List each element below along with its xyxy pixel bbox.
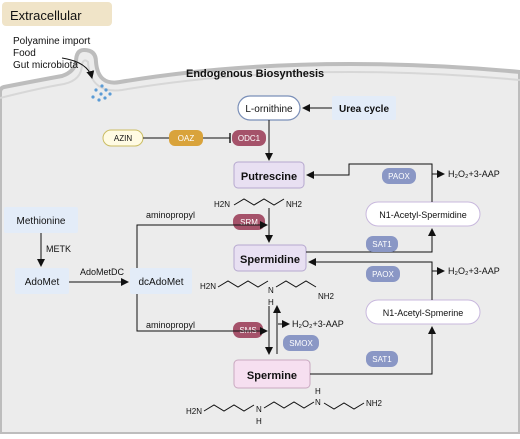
adometdc-label: AdoMetDC: [80, 267, 125, 277]
methionine-node: [4, 207, 78, 233]
paox-bottom-label: PAOX: [372, 270, 394, 279]
sat1-top-node: [366, 236, 398, 252]
dcadomet-label: dcAdoMet: [138, 277, 183, 288]
putrescine-node: [233, 161, 305, 189]
source-gut-microbiota: Gut microbiota: [13, 60, 78, 71]
spermine-h2n: H2N: [186, 407, 202, 416]
metk-label: METK: [46, 244, 71, 254]
urea-cycle-label: Urea cycle: [339, 104, 389, 115]
spermidine-chain-left: [217, 280, 269, 288]
smox-label: SMOX: [289, 339, 313, 348]
odc1-label: ODC1: [238, 134, 261, 143]
paox-top-line: [306, 163, 433, 202]
spermidine-node: [233, 244, 307, 272]
sat1-top-line: [306, 228, 436, 253]
spermine-h2: H: [315, 387, 321, 396]
extracellular-box: [2, 2, 112, 26]
aminopropyl-bottom-label: aminopropyl: [146, 320, 195, 330]
n1-acetyl-spermerine-label: N1-Acetyl-Spmerine: [383, 308, 464, 318]
spermine-chain-3: [323, 402, 365, 410]
paox-top-node: [382, 168, 416, 184]
smox-product: H₂O₂+3-AAP: [292, 319, 344, 329]
spermidine-chain-right: [275, 280, 317, 288]
sat1-bottom-label: SAT1: [372, 355, 392, 364]
paox-top-label: PAOX: [388, 172, 410, 181]
aminopropyl-top-label: aminopropyl: [146, 210, 195, 220]
n1-acetyl-spermidine-node: [365, 201, 481, 227]
azin-label: AZIN: [114, 134, 132, 143]
l-ornithine-label: L-ornithine: [245, 104, 293, 115]
sms-node: [233, 322, 263, 338]
n1-acetyl-spermidine-label: N1-Acetyl-Spermidine: [379, 210, 467, 220]
paox-bottom-line: [308, 258, 433, 300]
spermine-chain-1: [203, 404, 255, 412]
spermine-nh2: NH2: [366, 399, 383, 408]
srm-node: [233, 214, 265, 230]
spermine-n1: N: [256, 405, 262, 414]
putrescine-label: Putrescine: [241, 171, 297, 183]
spermine-n2: N: [315, 398, 321, 407]
aminopropyl-top-line: [136, 221, 268, 268]
spermidine-n: N: [268, 286, 274, 295]
srm-label: SRM: [240, 218, 258, 227]
sat1-bottom-line: [310, 326, 436, 375]
spermine-chain-2: [263, 401, 315, 409]
adomet-node: [15, 268, 69, 294]
dcadomet-node: [130, 268, 192, 294]
putrescine-nh2: NH2: [286, 200, 303, 209]
n1-acetyl-spermerine-node: [365, 299, 481, 325]
import-particles: [91, 84, 112, 102]
spermine-label: Spermine: [247, 370, 297, 382]
sat1-top-label: SAT1: [372, 240, 392, 249]
spermidine-label: Spermidine: [240, 254, 300, 266]
smox-node: [283, 335, 319, 351]
sat1-bottom-node: [366, 351, 398, 367]
oaz-node: [169, 130, 203, 146]
extracellular-label: Extracellular: [10, 8, 82, 23]
paox-bottom-product: H₂O₂+3-AAP: [448, 266, 500, 276]
odc1-node: [232, 130, 266, 146]
putrescine-h2n: H2N: [214, 200, 230, 209]
page-title: Endogenous Biosynthesis: [186, 68, 324, 80]
oaz-label: OAZ: [178, 134, 195, 143]
aminopropyl-bottom-line: [136, 294, 268, 335]
spermine-h1: H: [256, 417, 262, 426]
source-polyamine-import: Polyamine import: [13, 36, 90, 47]
spermidine-nh2: NH2: [318, 292, 335, 301]
spermidine-h2n: H2N: [200, 282, 216, 291]
paox-bottom-node: [366, 266, 400, 282]
urea-cycle-node: [332, 96, 396, 120]
import-arrow: [61, 57, 95, 79]
adomet-label: AdoMet: [25, 277, 60, 288]
paox-top-product: H₂O₂+3-AAP: [448, 169, 500, 179]
spermidine-h: H: [268, 298, 274, 307]
putrescine-chain: [233, 198, 285, 206]
cell-membrane-inner: [0, 59, 520, 99]
methionine-label: Methionine: [17, 216, 66, 227]
source-food: Food: [13, 48, 36, 59]
